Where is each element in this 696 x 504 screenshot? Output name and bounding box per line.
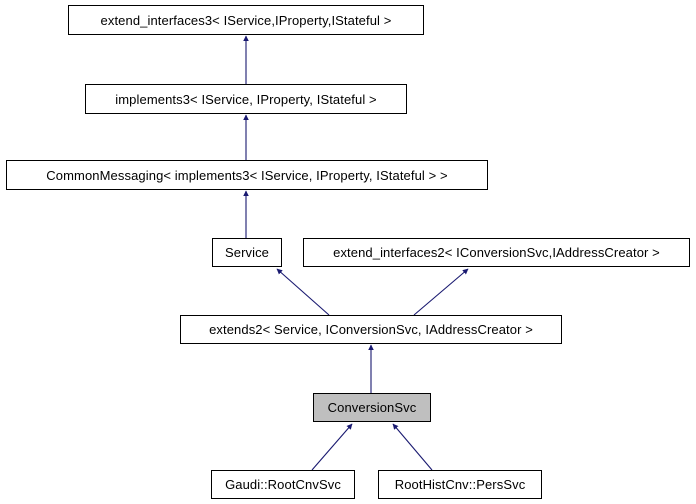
class-node-label: ConversionSvc [327,400,417,415]
class-node-label: CommonMessaging< implements3< IService, … [46,167,448,183]
class-node-extend-interfaces2[interactable]: extend_interfaces2< IConversionSvc,IAddr… [303,238,690,267]
inheritance-edges [243,35,469,471]
class-node-service[interactable]: Service [212,238,282,267]
class-node-commonmessaging[interactable]: CommonMessaging< implements3< IService, … [6,160,488,190]
class-node-label: RootHistCnv::PersSvc [394,477,526,492]
edge-extends2-service [276,268,330,316]
class-node-gaudi-rootcnvsvc[interactable]: Gaudi::RootCnvSvc [211,470,355,499]
class-node-label: extend_interfaces2< IConversionSvc,IAddr… [333,245,660,260]
edge-extends2-extend_interfaces2 [413,268,469,316]
class-node-extends2[interactable]: extends2< Service, IConversionSvc, IAddr… [180,315,562,344]
class-node-extend-interfaces3[interactable]: extend_interfaces3< IService,IProperty,I… [68,5,424,35]
class-node-conversionsvc[interactable]: ConversionSvc [313,393,431,422]
edge-rootcnvsvc-conversionsvc [311,423,353,471]
class-node-label: implements3< IService, IProperty, IState… [115,91,377,107]
class-node-label: Gaudi::RootCnvSvc [225,477,341,492]
class-node-label: Service [224,245,270,260]
class-node-label: extend_interfaces3< IService,IProperty,I… [100,12,392,28]
edge-perssvc-conversionsvc [392,423,433,471]
class-node-implements3[interactable]: implements3< IService, IProperty, IState… [85,84,407,114]
class-node-label: extends2< Service, IConversionSvc, IAddr… [209,322,533,337]
class-node-roothistcnv-perssvc[interactable]: RootHistCnv::PersSvc [378,470,542,499]
